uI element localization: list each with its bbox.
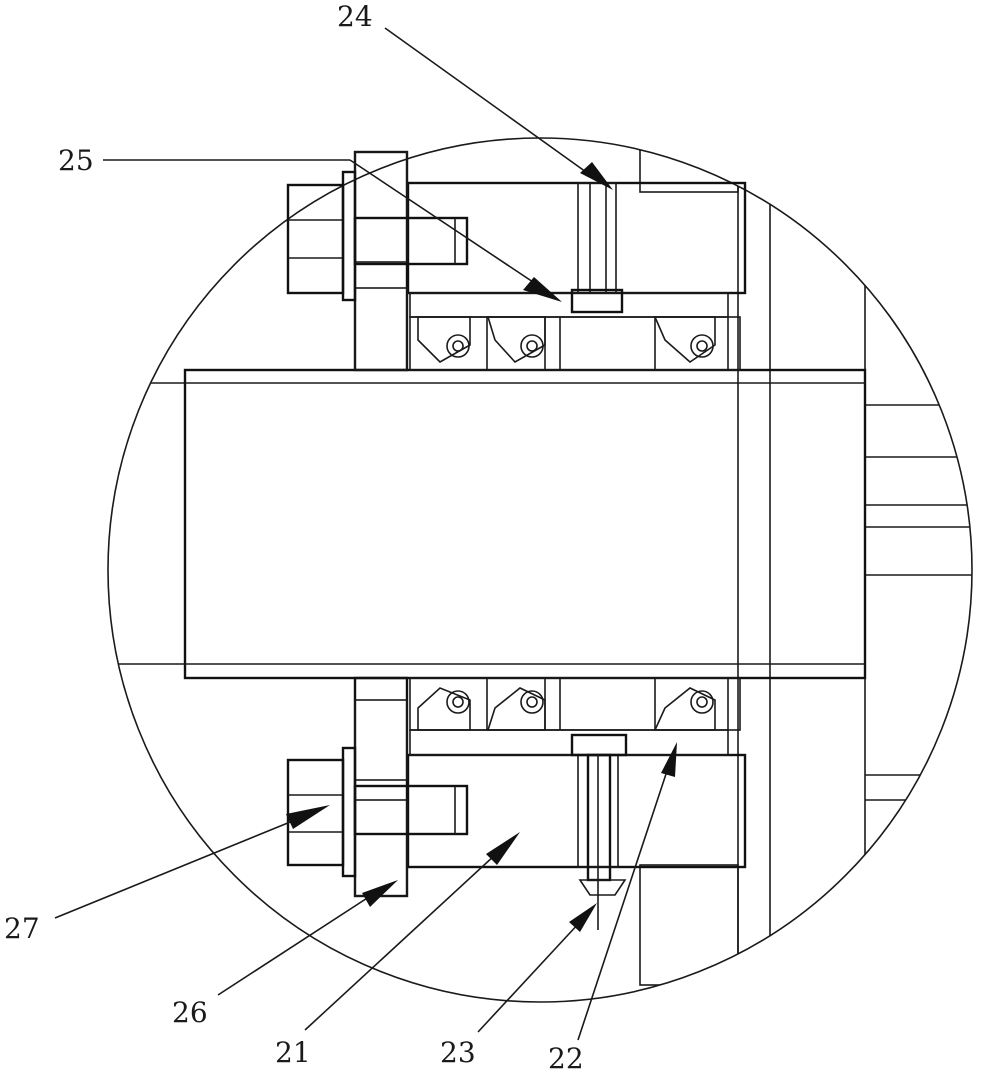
arrowhead-22: [661, 742, 677, 777]
seal-gland-bottom: [406, 753, 747, 869]
seal-lips-top: [417, 316, 729, 370]
label-24: 24: [337, 0, 373, 33]
leader-26: [217, 892, 376, 996]
arrowhead-26: [362, 880, 398, 907]
hex-bolt-top: [286, 170, 469, 302]
label-26: 26: [172, 996, 208, 1029]
label-21: 21: [275, 1036, 311, 1069]
arrowhead-23: [569, 903, 597, 932]
flange-plate-top: [353, 150, 409, 372]
leader-21: [304, 854, 496, 1031]
leader-23: [477, 921, 581, 1033]
label-23: 23: [440, 1036, 476, 1069]
leader-22: [577, 767, 669, 1041]
leader-27: [54, 817, 301, 919]
seal-gland-top: [406, 181, 747, 295]
label-22: 22: [548, 1042, 584, 1075]
drain-plug-screw: [578, 753, 627, 930]
seal-lips-bottom: [417, 678, 729, 731]
arrowhead-21: [486, 832, 520, 865]
arrowhead-25: [523, 277, 562, 302]
housing-wall-top: [639, 138, 739, 193]
shaft: [183, 368, 867, 680]
seal-ring-bottom: [409, 729, 729, 756]
detail-view-circle: [107, 137, 973, 1003]
seal-ring-top: [409, 292, 729, 318]
housing-wall-bottom: [639, 864, 739, 986]
label-25: 25: [58, 144, 94, 177]
label-27: 27: [4, 912, 40, 945]
hex-bolt-bottom: [286, 746, 469, 878]
leader-24: [384, 27, 601, 183]
arrowhead-27: [286, 805, 330, 829]
arrowhead-24: [580, 162, 613, 190]
